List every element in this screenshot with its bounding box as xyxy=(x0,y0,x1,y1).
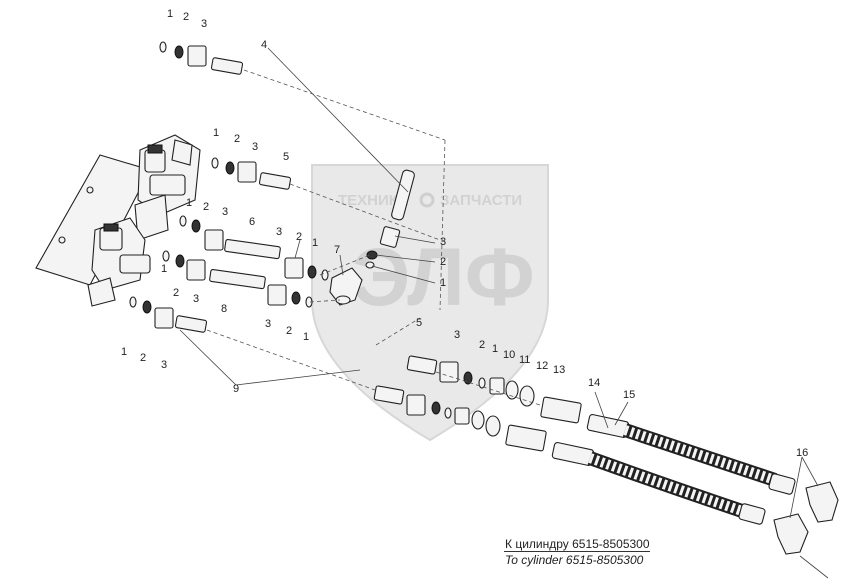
callout-2: 2 xyxy=(296,231,302,243)
caption-divider xyxy=(504,551,650,552)
center-lines xyxy=(206,69,541,406)
fittings-row-top xyxy=(159,41,244,75)
callout-10: 10 xyxy=(503,349,515,361)
callout-3: 3 xyxy=(222,206,228,218)
fittings-row-lower xyxy=(373,355,535,437)
callout-15: 15 xyxy=(623,389,635,401)
callout-2: 2 xyxy=(479,339,485,351)
watermark-brand-left: ТЕХНИКА xyxy=(338,192,409,209)
callout-2: 2 xyxy=(173,287,179,299)
elbow-16 xyxy=(773,481,839,555)
callout-7: 7 xyxy=(334,244,340,256)
callout-6: 6 xyxy=(249,216,255,228)
callout-labels: 1 2 3 4 1 2 3 5 1 2 3 6 3 2 1 7 3 2 1 1 … xyxy=(121,8,808,459)
callout-1: 1 xyxy=(213,127,219,139)
fittings-row-4 xyxy=(162,250,313,308)
callout-12: 12 xyxy=(536,360,548,372)
callout-3: 3 xyxy=(276,226,282,238)
callout-2: 2 xyxy=(440,256,446,268)
callout-3: 3 xyxy=(440,236,446,248)
callout-3: 3 xyxy=(252,141,258,153)
valve-block-upper xyxy=(134,134,201,241)
callout-5: 5 xyxy=(416,317,422,329)
hose-upper xyxy=(586,414,796,495)
callout-13: 13 xyxy=(553,364,565,376)
watermark-logo: ЭЛФ xyxy=(352,232,535,323)
callout-3: 3 xyxy=(193,293,199,305)
elbow-fitting xyxy=(329,267,363,306)
callout-1: 1 xyxy=(167,8,173,20)
callout-4: 4 xyxy=(261,39,267,51)
callout-1: 1 xyxy=(186,197,192,209)
callout-11: 11 xyxy=(519,354,530,366)
watermark-brand-right: ЗАПЧАСТИ xyxy=(440,192,522,209)
callout-2: 2 xyxy=(286,325,292,337)
callout-2: 2 xyxy=(140,352,146,364)
tube-4-assembly xyxy=(365,169,415,269)
watermark-shield xyxy=(311,164,549,442)
callout-2: 2 xyxy=(183,11,189,23)
callout-3: 3 xyxy=(265,318,271,330)
fittings-row-3 xyxy=(179,215,329,281)
adapters xyxy=(505,396,582,452)
hose-lower xyxy=(551,442,766,525)
callout-3: 3 xyxy=(201,18,207,30)
callout-3: 3 xyxy=(161,359,167,371)
callout-1: 1 xyxy=(440,277,446,289)
callout-8: 8 xyxy=(221,303,227,315)
valve-block-lower xyxy=(87,217,151,307)
callout-1: 1 xyxy=(492,343,498,355)
callout-9: 9 xyxy=(233,383,239,395)
fittings-row-2 xyxy=(211,157,292,190)
callout-2: 2 xyxy=(234,133,240,145)
leader-lines xyxy=(179,47,829,579)
callout-16: 16 xyxy=(796,447,808,459)
callout-1: 1 xyxy=(121,346,127,358)
callout-2: 2 xyxy=(203,201,209,213)
fittings-row-5 xyxy=(129,296,208,333)
callout-5: 5 xyxy=(283,151,289,163)
callout-1: 1 xyxy=(161,263,167,275)
callout-1: 1 xyxy=(312,237,318,249)
callout-3: 3 xyxy=(454,329,460,341)
callout-1: 1 xyxy=(303,331,309,343)
caption-en: To cylinder 6515-8505300 xyxy=(505,553,644,567)
caption-ru: К цилиндру 6515-8505300 xyxy=(505,537,650,551)
callout-14: 14 xyxy=(588,377,600,389)
watermark: ТЕХНИКА ЗАПЧАСТИ ЭЛФ xyxy=(311,164,549,442)
gear-icon xyxy=(419,192,435,208)
